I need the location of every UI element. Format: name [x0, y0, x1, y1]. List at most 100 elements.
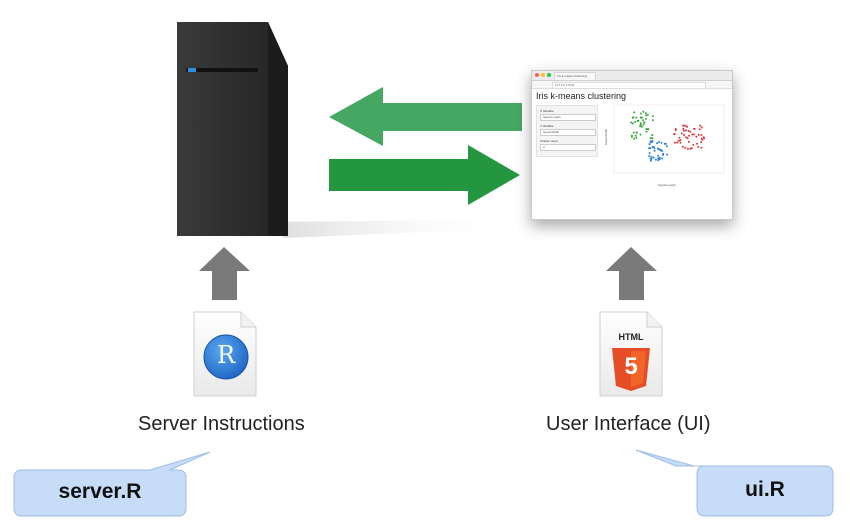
scatter-point — [635, 116, 638, 119]
y-axis-label: Sepal.Width — [604, 128, 609, 146]
scatter-point — [646, 127, 649, 130]
scatter-point — [681, 145, 684, 148]
browser-window: Iris k-means clustering 127.0.0.1:5111 I… — [531, 70, 733, 220]
scatter-point — [696, 142, 698, 145]
r-file-icon — [193, 311, 257, 397]
scatter-point — [631, 122, 634, 125]
scatter-point — [686, 137, 689, 140]
scatter-point — [657, 159, 660, 162]
browser-url: 127.0.0.1:5111 — [552, 82, 706, 89]
scatter-point — [646, 113, 649, 116]
scatter-point — [684, 124, 687, 127]
scatter-point — [651, 140, 654, 142]
scatter-point — [680, 132, 683, 135]
scatter-point — [697, 133, 700, 136]
scatter-point — [633, 137, 636, 140]
scatter-point — [697, 146, 700, 148]
scatter-point — [683, 129, 685, 132]
scatter-point — [661, 157, 664, 160]
scatter-point — [700, 134, 703, 136]
html5-number: 5 — [624, 353, 638, 380]
arrow-up-icon — [199, 247, 250, 300]
scatter-point — [651, 137, 654, 140]
ui-callout-bubble — [635, 449, 834, 517]
scatter-point — [645, 114, 648, 117]
scatter-point — [639, 125, 642, 128]
scatter-point — [661, 150, 664, 152]
scatter-point — [679, 139, 682, 142]
scatter-point — [658, 148, 661, 151]
scatter-point — [683, 134, 685, 136]
scatter-point — [632, 116, 635, 119]
app-sidebar: X Variable Sepal.Length Y Variable Sepal… — [536, 105, 598, 157]
scatter-point — [632, 131, 635, 134]
y-variable-label: Y Variable — [540, 124, 554, 128]
close-dot-icon — [535, 73, 539, 77]
scatter-point — [644, 112, 647, 115]
browser-titlebar: Iris k-means clustering — [532, 71, 732, 81]
app-title: Iris k-means clustering — [536, 91, 627, 101]
x-variable-label: X Variable — [540, 109, 554, 113]
scatter-point — [698, 128, 701, 131]
scatter-point — [676, 141, 679, 144]
scatter-point — [652, 156, 655, 159]
html5-file-icon — [599, 311, 663, 397]
scatter-point — [701, 138, 704, 141]
scatter-point — [645, 117, 648, 120]
scatter-point — [657, 157, 660, 160]
scatter-point — [656, 147, 659, 150]
cluster-count-label: Cluster count — [540, 139, 558, 143]
scatter-point — [658, 156, 661, 159]
scatter-point — [665, 145, 668, 148]
scatter-point — [635, 136, 638, 139]
scatter-point — [679, 141, 682, 144]
arrow-left-icon — [329, 87, 522, 146]
server-power-light — [188, 68, 196, 72]
browser-tab: Iris k-means clustering — [554, 72, 596, 80]
cluster-count-input: 3 — [540, 144, 596, 151]
ui-file-label: ui.R — [745, 478, 785, 501]
x-variable-select: Sepal.Length — [540, 114, 596, 121]
scatter-point — [673, 141, 676, 144]
scatter-point — [700, 126, 703, 129]
scatter-point — [654, 158, 657, 161]
scatter-point — [651, 119, 654, 122]
scatter-point — [649, 137, 652, 140]
server-file-label: server.R — [58, 480, 142, 503]
scatter-point — [699, 124, 702, 127]
scatter-point — [666, 153, 669, 156]
scatter-point — [687, 130, 690, 132]
scatter-point — [684, 136, 687, 139]
scatter-point — [695, 135, 698, 138]
scatter-point — [648, 152, 651, 154]
scatter-point — [658, 158, 661, 161]
scatter-point — [640, 116, 643, 119]
scatter-point — [684, 146, 687, 149]
scatter-point — [682, 124, 685, 127]
scatter-point — [688, 134, 691, 137]
scatter-point — [686, 125, 689, 128]
scatter-point — [639, 112, 642, 115]
scatter-point — [660, 141, 663, 144]
minimize-dot-icon — [541, 73, 545, 77]
scatter-point — [678, 136, 681, 139]
scatter-point — [634, 121, 637, 123]
scatter-point — [653, 147, 656, 150]
scatter-plot — [613, 104, 725, 174]
scatter-point — [653, 149, 656, 152]
server-tower-icon — [177, 22, 520, 238]
scatter-point — [702, 136, 705, 139]
maximize-dot-icon — [547, 73, 551, 77]
scatter-point — [633, 111, 636, 114]
scatter-point — [649, 159, 652, 162]
scatter-point — [651, 146, 654, 149]
scatter-point — [686, 147, 689, 150]
scatter-point — [691, 133, 694, 136]
scatter-point — [630, 121, 633, 124]
scatter-point — [674, 129, 677, 132]
scatter-point — [700, 146, 703, 149]
scatter-point — [650, 155, 653, 158]
server-callout-bubble — [13, 451, 211, 517]
scatter-point — [692, 143, 695, 146]
scatter-point — [685, 129, 687, 132]
